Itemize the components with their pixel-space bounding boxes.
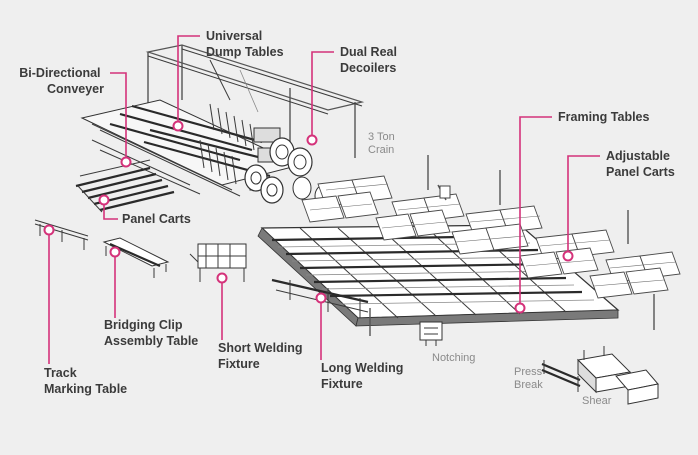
marker-adjustable-panel-carts bbox=[562, 250, 574, 262]
panel-cart-stack bbox=[75, 159, 175, 213]
label-dual-real-decoilers: Dual Real Decoilers bbox=[340, 45, 400, 75]
label-adjustable-panel-carts: Adjustable Panel Carts bbox=[606, 149, 675, 179]
marker-framing-tables bbox=[514, 302, 526, 314]
label-shear: Shear bbox=[582, 395, 612, 407]
marker-dual-real-decoilers bbox=[306, 134, 318, 146]
marker-panel-carts bbox=[98, 194, 110, 206]
track-marking-table-drawing bbox=[34, 219, 89, 250]
marker-bi-directional-conveyer bbox=[120, 156, 132, 168]
press-break-drawing bbox=[541, 360, 581, 392]
marker-track-marking-table bbox=[43, 224, 55, 236]
label-press-break: Press Break bbox=[514, 366, 545, 391]
label-short-welding-fixture: Short Welding Fixture bbox=[218, 341, 306, 371]
equipment-illustration bbox=[34, 44, 681, 405]
label-long-welding-fixture: Long Welding Fixture bbox=[321, 361, 407, 391]
marker-universal-dump-tables bbox=[172, 120, 184, 132]
label-panel-carts: Panel Carts bbox=[122, 212, 191, 226]
label-track-marking-table: Track Marking Table bbox=[44, 366, 127, 396]
bridging-clip-table-drawing bbox=[102, 237, 170, 278]
marker-long-welding-fixture bbox=[315, 292, 327, 304]
label-notching: Notching bbox=[432, 352, 475, 364]
marker-short-welding-fixture bbox=[216, 272, 228, 284]
callout-labels: Universal Dump Tables Dual Real Decoiler… bbox=[19, 29, 675, 407]
short-welding-fixture-drawing bbox=[189, 243, 247, 282]
callout-leaders bbox=[43, 35, 600, 364]
label-framing-tables: Framing Tables bbox=[558, 110, 650, 124]
label-crain: 3 Ton Crain bbox=[368, 131, 398, 156]
label-universal-dump-tables: Universal Dump Tables bbox=[206, 29, 284, 59]
label-bridging-clip-assembly-table: Bridging Clip Assembly Table bbox=[104, 318, 198, 348]
label-bi-directional-conveyer: Bi-Directional Conveyer bbox=[19, 66, 104, 96]
marker-bridging-clip-assembly-table bbox=[109, 246, 121, 258]
notching-drawing bbox=[419, 321, 443, 346]
shear-drawing bbox=[576, 346, 659, 405]
